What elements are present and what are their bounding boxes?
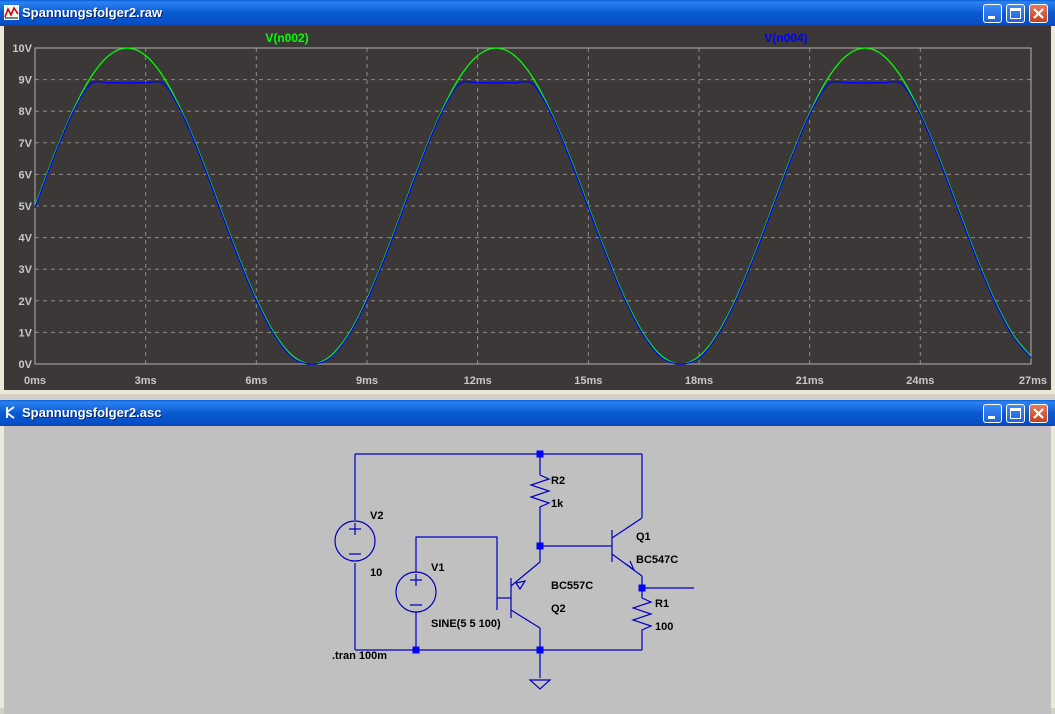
r2-name-label: R2: [551, 475, 565, 487]
x-tick-label: 15ms: [574, 375, 602, 387]
v1-value-label: SINE(5 5 100): [431, 618, 501, 630]
x-tick-label: 3ms: [135, 375, 157, 387]
v2-name-label: V2: [370, 510, 383, 522]
y-tick-label: 6V: [19, 169, 33, 181]
x-tick-label: 27ms: [1019, 375, 1047, 387]
voltage-source-v2[interactable]: [334, 520, 376, 562]
junction-node[interactable]: [536, 542, 544, 550]
x-tick-label: 18ms: [685, 375, 713, 387]
waveform-plot[interactable]: 0V 1V 2V 3V 4V 5V 6V 7V 8V 9V 10V 0ms 3ms 6ms 9ms 12ms 1…: [4, 26, 1051, 390]
minimize-icon: [988, 16, 995, 19]
waveform-icon: [4, 5, 19, 20]
schematic-canvas[interactable]: V2 10 V1 SINE(5 5 100) R2 1k Q1 BC547C B…: [4, 426, 1051, 714]
x-tick-label: 12ms: [464, 375, 492, 387]
x-tick-label: 0ms: [24, 375, 46, 387]
y-tick-label: 1V: [19, 327, 33, 339]
maximize-button[interactable]: [1006, 404, 1025, 423]
trace-legend-label[interactable]: V(n004): [764, 31, 807, 45]
y-tick-label: 0V: [19, 359, 33, 371]
r1-name-label: R1: [655, 598, 669, 610]
v1-name-label: V1: [431, 562, 444, 574]
maximize-button[interactable]: [1006, 4, 1025, 23]
wire-v1-top[interactable]: [415, 536, 498, 610]
y-tick-label: 7V: [19, 138, 33, 150]
y-tick-label: 10V: [12, 43, 32, 55]
minimize-icon: [988, 416, 995, 419]
junction-node[interactable]: [638, 584, 646, 592]
window-title: Spannungsfolger2.asc: [22, 405, 162, 420]
close-button[interactable]: [1029, 4, 1048, 23]
q2-model-label: BC557C: [551, 580, 593, 592]
q1-name-label: Q1: [636, 531, 651, 543]
waveform-title-bar[interactable]: Spannungsfolger2.raw: [0, 0, 1055, 26]
minimize-button[interactable]: [983, 404, 1002, 423]
q1-model-label: BC547C: [636, 554, 678, 566]
plot-pane[interactable]: 0V 1V 2V 3V 4V 5V 6V 7V 8V 9V 10V 0ms 3ms 6ms 9ms 12ms 1…: [4, 26, 1051, 390]
tran-directive[interactable]: .tran 100m: [332, 650, 387, 662]
close-button[interactable]: [1029, 404, 1048, 423]
resistor-r2[interactable]: [529, 470, 551, 512]
schematic-drawing[interactable]: V2 10 V1 SINE(5 5 100) R2 1k Q1 BC547C B…: [4, 426, 1051, 708]
resistor-r1[interactable]: [631, 594, 653, 636]
r1-value-label: 100: [655, 621, 673, 633]
y-tick-label: 3V: [19, 264, 33, 276]
waveform-window: Spannungsfolger2.raw 0V 1V 2V 3V 4V 5V 6V 7V 8V 9…: [0, 0, 1055, 394]
y-tick-label: 5V: [19, 201, 33, 213]
x-tick-label: 9ms: [356, 375, 378, 387]
q2-name-label: Q2: [551, 603, 566, 615]
close-icon: [1033, 8, 1044, 19]
x-tick-label: 24ms: [906, 375, 934, 387]
x-tick-label: 21ms: [796, 375, 824, 387]
junction-node[interactable]: [536, 450, 544, 458]
window-title: Spannungsfolger2.raw: [22, 5, 163, 20]
trace-legend-label[interactable]: V(n002): [265, 31, 308, 45]
trace-v-n004-[interactable]: [34, 80, 1032, 365]
v2-value-label: 10: [370, 567, 382, 579]
ground-icon: [528, 679, 552, 690]
minimize-button[interactable]: [983, 4, 1002, 23]
y-tick-label: 9V: [19, 75, 33, 87]
schematic-window: Spannungsfolger2.asc: [0, 400, 1055, 714]
junction-node[interactable]: [412, 646, 420, 654]
maximize-icon: [1010, 8, 1021, 19]
maximize-icon: [1010, 408, 1021, 419]
y-tick-label: 8V: [19, 106, 33, 118]
schematic-title-bar[interactable]: Spannungsfolger2.asc: [0, 400, 1055, 426]
x-tick-label: 6ms: [245, 375, 267, 387]
voltage-source-v1[interactable]: [395, 571, 437, 613]
y-tick-label: 4V: [19, 233, 33, 245]
close-icon: [1033, 408, 1044, 419]
schematic-icon: [6, 406, 15, 419]
y-tick-label: 2V: [19, 296, 33, 308]
transistor-q2[interactable]: [497, 561, 541, 629]
r2-value-label: 1k: [551, 498, 564, 510]
transistor-q1[interactable]: [611, 517, 643, 577]
junction-node[interactable]: [536, 646, 544, 654]
